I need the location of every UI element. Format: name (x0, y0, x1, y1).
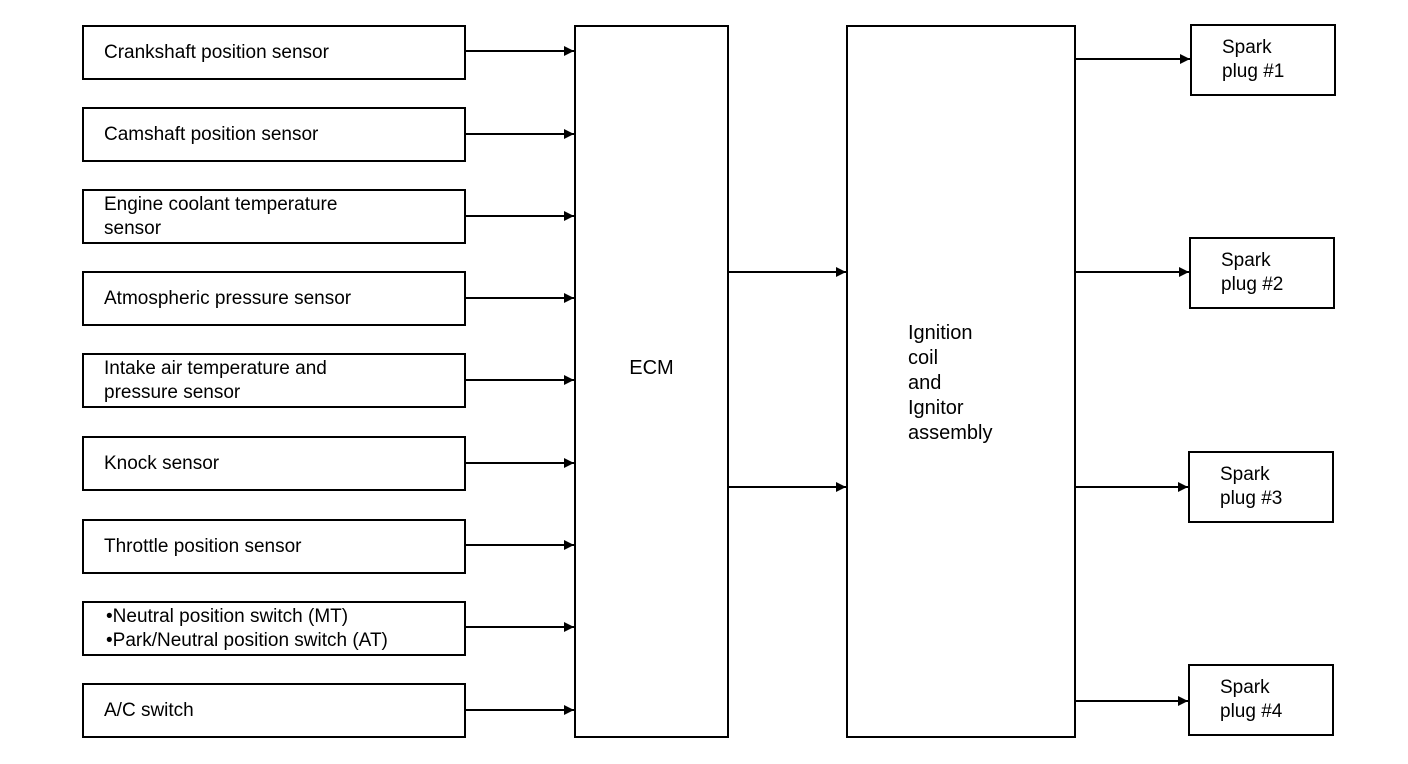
input-label-line: •Neutral position switch (MT) (106, 605, 349, 627)
input-engine-coolant-temperature-sensor: Engine coolant temperature sensor (82, 189, 466, 244)
input-label-line: A/C switch (104, 699, 194, 721)
ignition-label-line: assembly (908, 422, 993, 444)
output-spark-plug-2: Spark plug #2 (1189, 237, 1335, 309)
output-label-line: Spark (1220, 677, 1270, 698)
output-label-line: plug #2 (1221, 274, 1284, 295)
input-label-line: Engine coolant temperature (104, 193, 338, 215)
input-label-line: Throttle position sensor (104, 535, 302, 557)
ignition-label-line: coil (908, 347, 939, 369)
ignition-assembly-label: Ignition coil and Ignitor assembly (908, 321, 992, 446)
input-crankshaft-position-sensor: Crankshaft position sensor (82, 25, 466, 80)
input-label-line: Knock sensor (104, 452, 220, 474)
input-label-line: Crankshaft position sensor (104, 41, 329, 63)
ecm-box: ECM (574, 25, 729, 738)
output-spark-plug-1: Spark plug #1 (1190, 24, 1336, 96)
input-intake-air-temperature-pressure-sensor: Intake air temperature and pressure sens… (82, 353, 466, 408)
ecm-label: ECM (629, 357, 674, 379)
input-ac-switch: A/C switch (82, 683, 466, 738)
ignition-label-line: Ignitor (908, 397, 964, 419)
input-neutral-park-position-switch: •Neutral position switch (MT) •Park/Neut… (82, 601, 466, 656)
output-label-line: Spark (1221, 250, 1271, 271)
ignition-label-line: and (908, 372, 942, 394)
output-label-line: plug #1 (1222, 61, 1285, 82)
input-label-line: Atmospheric pressure sensor (104, 287, 352, 309)
input-throttle-position-sensor: Throttle position sensor (82, 519, 466, 574)
input-knock-sensor: Knock sensor (82, 436, 466, 491)
output-label-line: plug #3 (1220, 488, 1283, 509)
output-label-line: plug #4 (1220, 701, 1283, 722)
input-label-line: sensor (104, 217, 162, 239)
input-label-line: •Park/Neutral position switch (AT) (106, 629, 388, 651)
input-label-line: pressure sensor (104, 381, 241, 403)
output-spark-plug-4: Spark plug #4 (1188, 664, 1334, 736)
output-label-line: Spark (1220, 464, 1270, 485)
input-camshaft-position-sensor: Camshaft position sensor (82, 107, 466, 162)
ignition-coil-ignitor-assembly-box: Ignition coil and Ignitor assembly (846, 25, 1076, 738)
input-label-line: Intake air temperature and (104, 357, 327, 379)
output-label-line: Spark (1222, 37, 1272, 58)
output-spark-plug-3: Spark plug #3 (1188, 451, 1334, 523)
ignition-label-line: Ignition (908, 322, 973, 344)
input-label-line: Camshaft position sensor (104, 123, 319, 145)
input-atmospheric-pressure-sensor: Atmospheric pressure sensor (82, 271, 466, 326)
